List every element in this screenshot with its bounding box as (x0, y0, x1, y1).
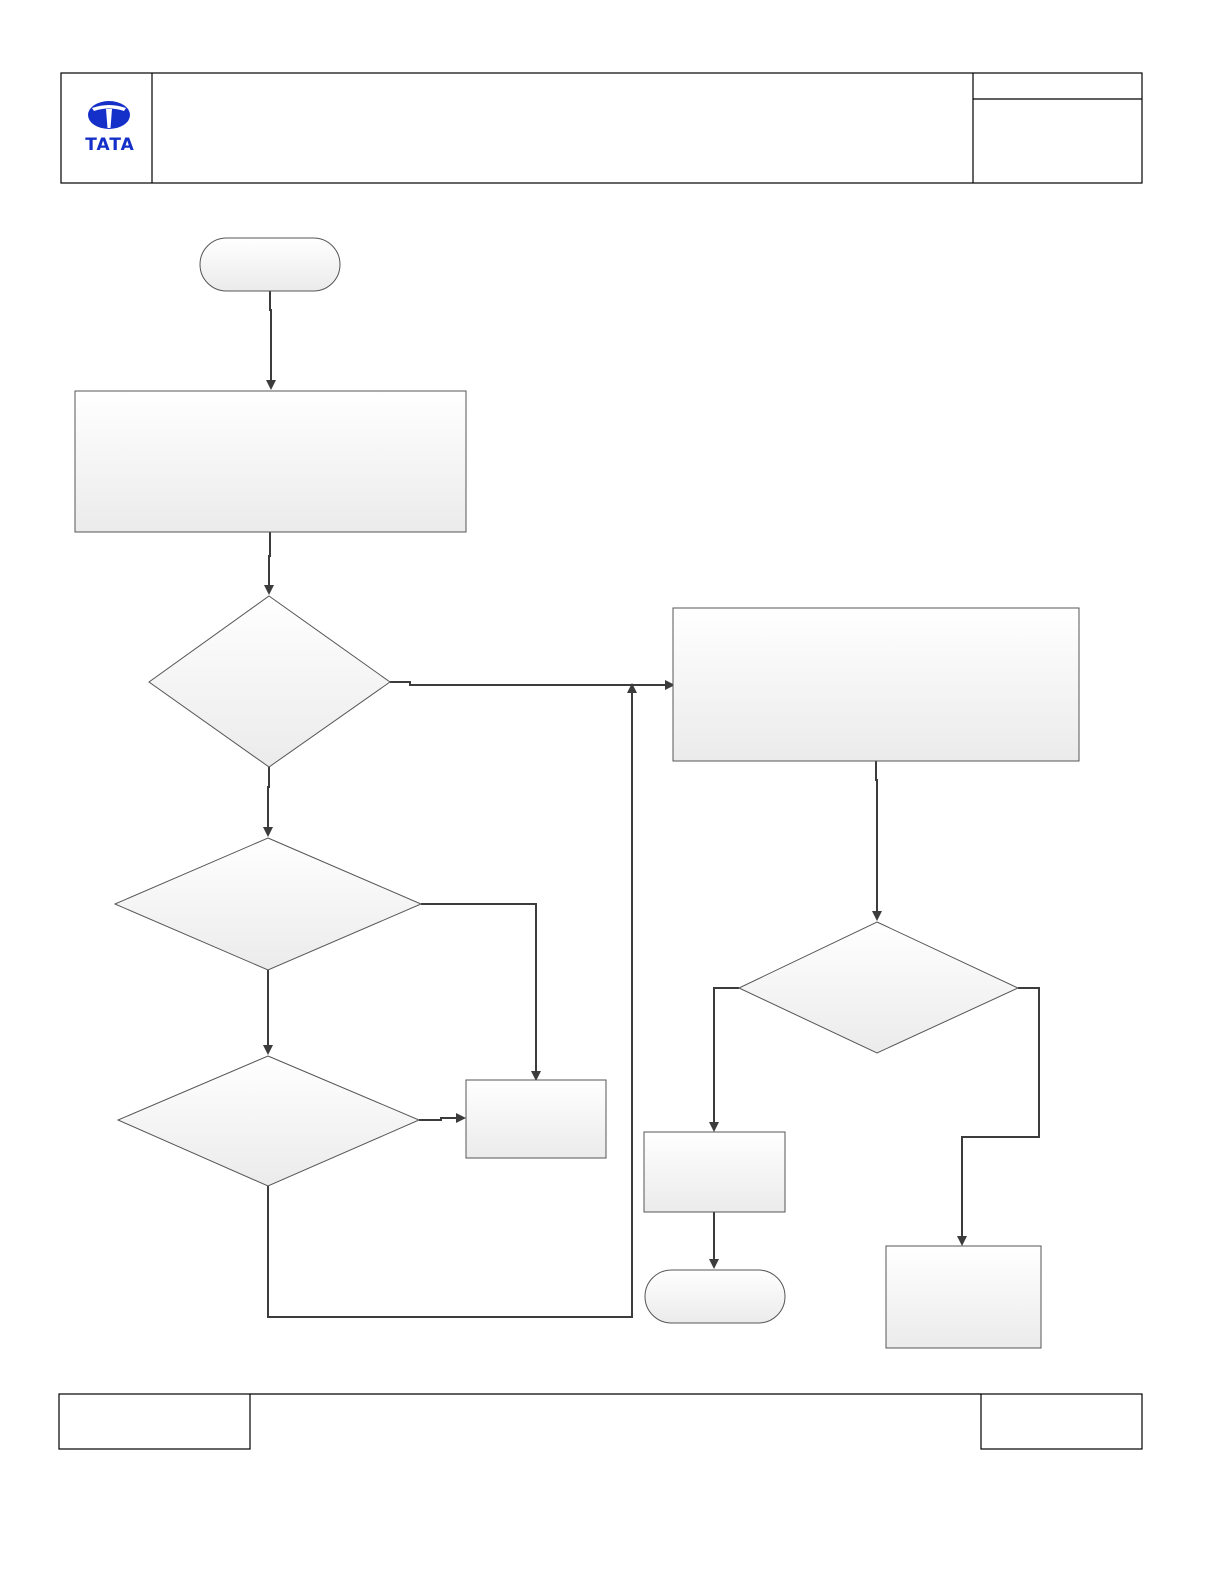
connector-decision3-to-small-box (419, 1113, 466, 1123)
end-label (645, 1270, 785, 1323)
process-box-1 (74, 390, 467, 533)
footer-frame (58, 1393, 1143, 1450)
decision-1-label (190, 640, 350, 725)
decision-diamond-2 (113, 837, 423, 971)
decision-right-label (786, 955, 968, 1021)
header-frame (60, 72, 1143, 184)
box-bottom-right (885, 1245, 1042, 1349)
process-1-label (75, 391, 466, 532)
box-bottom-middle (643, 1131, 786, 1213)
connector-process-right-to-decision-right (872, 761, 882, 921)
connector-process-to-decision1 (264, 532, 274, 595)
box-bottom-middle-label (644, 1132, 785, 1212)
document-title (152, 73, 973, 183)
small-box-left (465, 1079, 607, 1159)
box-bottom-right-label (886, 1246, 1041, 1348)
decision-diamond-right (737, 921, 1020, 1054)
connector-decision1-to-decision2 (263, 767, 273, 837)
tata-logo-icon (88, 101, 130, 129)
connector-decision3-loop-to-process-right (267, 683, 637, 1318)
connector-decision1-to-process-right (390, 680, 675, 690)
connector-decision-right-to-box-right (957, 987, 1040, 1246)
logo-wordmark: TATA (85, 135, 135, 155)
decision-3-label (170, 1087, 366, 1153)
connectors (263, 291, 1040, 1318)
decision-diamond-1 (148, 595, 391, 768)
process-right-label (673, 608, 1079, 761)
doc-ref-top (973, 73, 1142, 99)
decision-2-label (170, 870, 366, 938)
footer-left (59, 1394, 250, 1449)
process-box-right (672, 607, 1080, 762)
connector-decision2-to-small-box (421, 903, 541, 1081)
end-terminator (644, 1269, 786, 1324)
connector-start-to-process (266, 291, 276, 390)
small-box-left-label (466, 1080, 606, 1158)
doc-ref-bottom (973, 99, 1142, 183)
connector-decision-right-to-box-middle (709, 987, 739, 1132)
start-label (200, 238, 340, 291)
start-terminator (199, 237, 341, 292)
decision-diamond-3 (116, 1055, 421, 1187)
footer-center (250, 1394, 981, 1449)
footer-right (981, 1394, 1142, 1449)
